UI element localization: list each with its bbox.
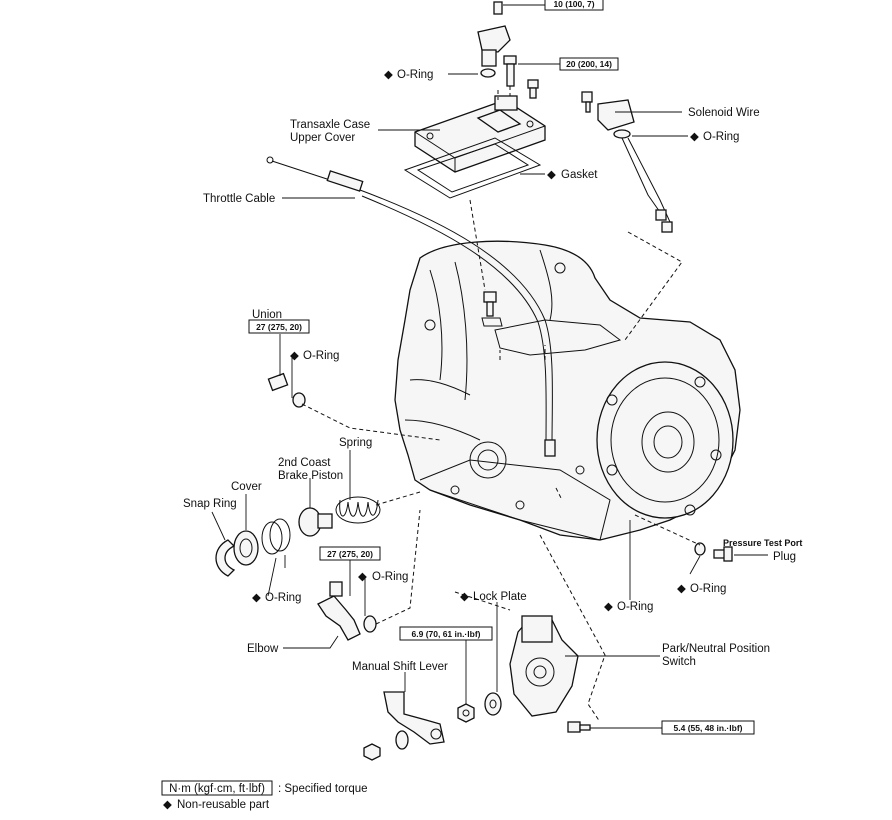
svg-text:20 (200, 14): 20 (200, 14) — [566, 59, 612, 69]
svg-text:2nd Coast: 2nd Coast — [278, 457, 331, 469]
svg-text:10 (100, 7): 10 (100, 7) — [553, 0, 594, 9]
label-spring: Spring — [339, 437, 372, 449]
label-oring-cover: ◆ O-Ring — [252, 592, 301, 604]
legend-torque-unit: N·m (kgf·cm, ft·lbf) — [169, 783, 265, 795]
label-lock-plate: ◆ Lock Plate — [460, 591, 527, 603]
solenoid-wire — [581, 91, 673, 233]
lock-plate — [484, 692, 502, 716]
svg-text:O-Ring: O-Ring — [690, 583, 726, 595]
legend-torque-desc: : Specified torque — [278, 783, 368, 795]
svg-text:O-Ring: O-Ring — [372, 571, 408, 583]
label-elbow: Elbow — [247, 643, 279, 655]
svg-text:Gasket: Gasket — [561, 169, 598, 181]
torque-spec-top: 10 (100, 7) — [544, 0, 604, 11]
label-oring-union: ◆ O-Ring — [290, 350, 339, 362]
legend: N·m (kgf·cm, ft·lbf) : Specified torque … — [161, 780, 368, 811]
elbow-fitting — [317, 581, 377, 641]
svg-text:◆: ◆ — [677, 583, 687, 595]
svg-text:Lock Plate: Lock Plate — [473, 591, 527, 603]
label-pnp-switch: Park/Neutral Position Switch — [662, 643, 770, 668]
park-neutral-switch — [509, 615, 579, 717]
label-cover: Cover — [231, 481, 262, 493]
label-oring-solenoid: ◆ O-Ring — [690, 131, 739, 143]
label-gasket: ◆ Gasket — [547, 169, 598, 181]
svg-text:◆: ◆ — [460, 591, 470, 603]
svg-text:Brake Piston: Brake Piston — [278, 470, 343, 482]
svg-text:◆: ◆ — [690, 131, 700, 143]
svg-text:Park/Neutral Position: Park/Neutral Position — [662, 643, 770, 655]
svg-text:◆: ◆ — [384, 69, 394, 81]
union-fitting — [267, 372, 306, 408]
label-manual-shift-lever: Manual Shift Lever — [352, 661, 448, 673]
svg-text:Manual Shift Lever: Manual Shift Lever — [352, 661, 448, 673]
label-oring-top: ◆ O-Ring — [384, 69, 433, 81]
torque-spec-lever-nut: 6.9 (70, 61 in.·lbf) — [399, 626, 493, 641]
switch-bolt — [567, 721, 591, 733]
svg-text:Solenoid Wire: Solenoid Wire — [688, 107, 760, 119]
legend-diamond: ◆ — [163, 799, 173, 811]
legend-nonreusable: Non-reusable part — [177, 799, 270, 811]
svg-text:◆: ◆ — [547, 169, 557, 181]
assembly-dashes — [301, 86, 701, 723]
svg-text:◆: ◆ — [604, 601, 614, 613]
svg-text:O-Ring: O-Ring — [265, 592, 301, 604]
svg-text:Spring: Spring — [339, 437, 372, 449]
torque-spec-elbow: 27 (275, 20) — [319, 546, 381, 561]
svg-text:27 (275, 20): 27 (275, 20) — [256, 322, 302, 332]
svg-text:5.4 (55, 48 in.·lbf): 5.4 (55, 48 in.·lbf) — [674, 723, 743, 733]
pressure-test-plug — [694, 542, 733, 562]
label-oring-plug: ◆ O-Ring — [677, 583, 726, 595]
leader-lines — [211, 4, 768, 729]
svg-text:Snap Ring: Snap Ring — [183, 498, 237, 510]
svg-text:27 (275, 20): 27 (275, 20) — [327, 549, 373, 559]
svg-text:O-Ring: O-Ring — [617, 601, 653, 613]
svg-text:Switch: Switch — [662, 656, 696, 668]
svg-text:Pressure Test Port: Pressure Test Port — [723, 538, 802, 548]
svg-text:Cover: Cover — [231, 481, 262, 493]
svg-text:◆: ◆ — [358, 571, 368, 583]
top-sensor — [477, 1, 511, 78]
label-oring-bottom: ◆ O-Ring — [604, 601, 653, 613]
gasket — [403, 137, 542, 199]
svg-text:Throttle Cable: Throttle Cable — [203, 193, 275, 205]
svg-text:Upper Cover: Upper Cover — [290, 132, 355, 144]
label-upper-cover: Transaxle Case Upper Cover — [290, 119, 370, 144]
svg-text:O-Ring: O-Ring — [303, 350, 339, 362]
lever-nut — [457, 703, 475, 723]
label-plug: Plug — [773, 551, 796, 563]
svg-text:Elbow: Elbow — [247, 643, 279, 655]
manual-shift-lever — [363, 691, 445, 761]
svg-text:◆: ◆ — [252, 592, 262, 604]
transaxle-case-upper-cover — [414, 95, 546, 173]
svg-text:Union: Union — [252, 309, 282, 321]
label-brake-piston: 2nd Coast Brake Piston — [278, 457, 343, 482]
svg-text:6.9 (70, 61 in.·lbf): 6.9 (70, 61 in.·lbf) — [412, 629, 481, 639]
svg-text:Plug: Plug — [773, 551, 796, 563]
brake-piston-group — [215, 496, 381, 577]
cover-bolt — [503, 55, 539, 99]
svg-text:Transaxle Case: Transaxle Case — [290, 119, 370, 131]
label-pressure-test-port: Pressure Test Port — [723, 538, 802, 548]
label-solenoid-wire: Solenoid Wire — [688, 107, 760, 119]
label-snap-ring: Snap Ring — [183, 498, 237, 510]
torque-spec-union: 27 (275, 20) — [248, 319, 310, 334]
label-oring-elbow: ◆ O-Ring — [358, 571, 408, 583]
svg-text:O-Ring: O-Ring — [397, 69, 433, 81]
svg-text:◆: ◆ — [290, 350, 300, 362]
torque-spec-switch-bolt: 5.4 (55, 48 in.·lbf) — [661, 720, 755, 735]
legend-torque-box — [161, 780, 273, 796]
label-throttle-cable: Throttle Cable — [203, 193, 275, 205]
label-union: Union — [252, 309, 282, 321]
throttle-cable — [266, 156, 556, 457]
transaxle-case — [394, 240, 741, 541]
torque-spec-cover-bolt: 20 (200, 14) — [559, 57, 619, 71]
svg-text:O-Ring: O-Ring — [703, 131, 739, 143]
